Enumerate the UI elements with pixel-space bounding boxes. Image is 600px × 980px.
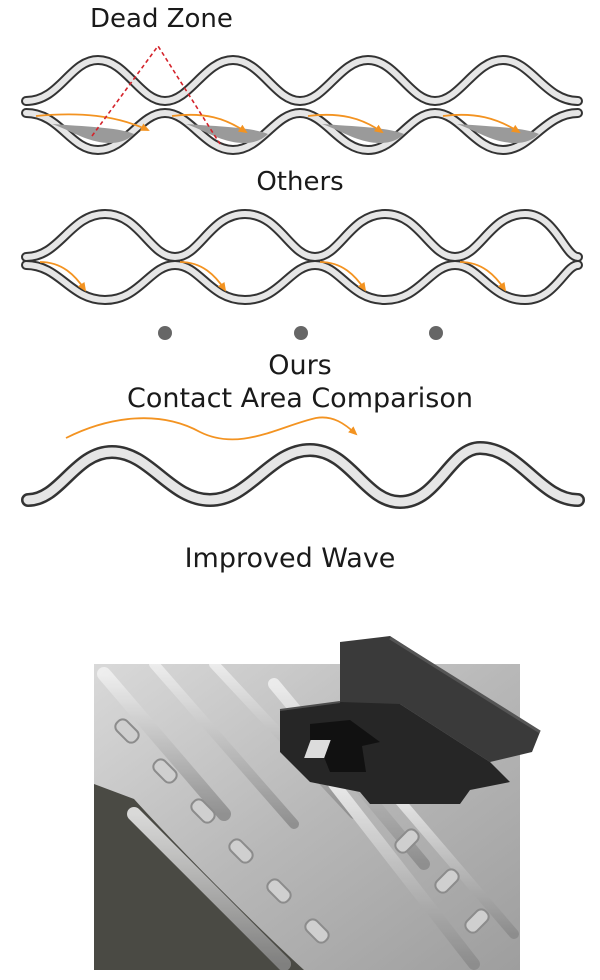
dead-zone-label: Dead Zone — [90, 4, 233, 34]
contact-area-comparison-label: Contact Area Comparison — [126, 383, 473, 414]
dead-zone-fill — [457, 124, 539, 143]
ours-wave-diagram — [21, 208, 583, 340]
flow-arrow-icon — [319, 261, 367, 292]
spacer-clip — [279, 636, 541, 804]
flow-arrow-icon — [39, 261, 87, 292]
others-wave-diagram — [21, 44, 583, 156]
dead-zone-fill — [186, 124, 268, 143]
contact-dot-icon — [158, 326, 172, 340]
improved-wave-label: Improved Wave — [184, 543, 396, 574]
improved-wave-diagram — [21, 416, 585, 510]
flow-arrow-icon — [35, 113, 150, 131]
flow-arrow-icon — [171, 113, 248, 134]
flow-arrow-icon — [65, 416, 358, 441]
contact-dot-icon — [429, 326, 443, 340]
flow-arrow-icon — [442, 113, 521, 134]
others-label: Others — [256, 167, 344, 197]
others-upper-sheet — [21, 54, 583, 107]
flow-arrow-icon — [459, 261, 507, 292]
flow-arrow-icon — [307, 113, 384, 134]
dead-zone-fill — [322, 124, 404, 143]
flow-arrow-icon — [179, 261, 227, 292]
contact-dot-icon — [294, 326, 308, 340]
dead-zone-marker — [91, 44, 221, 145]
ours-label: Ours — [268, 350, 332, 381]
